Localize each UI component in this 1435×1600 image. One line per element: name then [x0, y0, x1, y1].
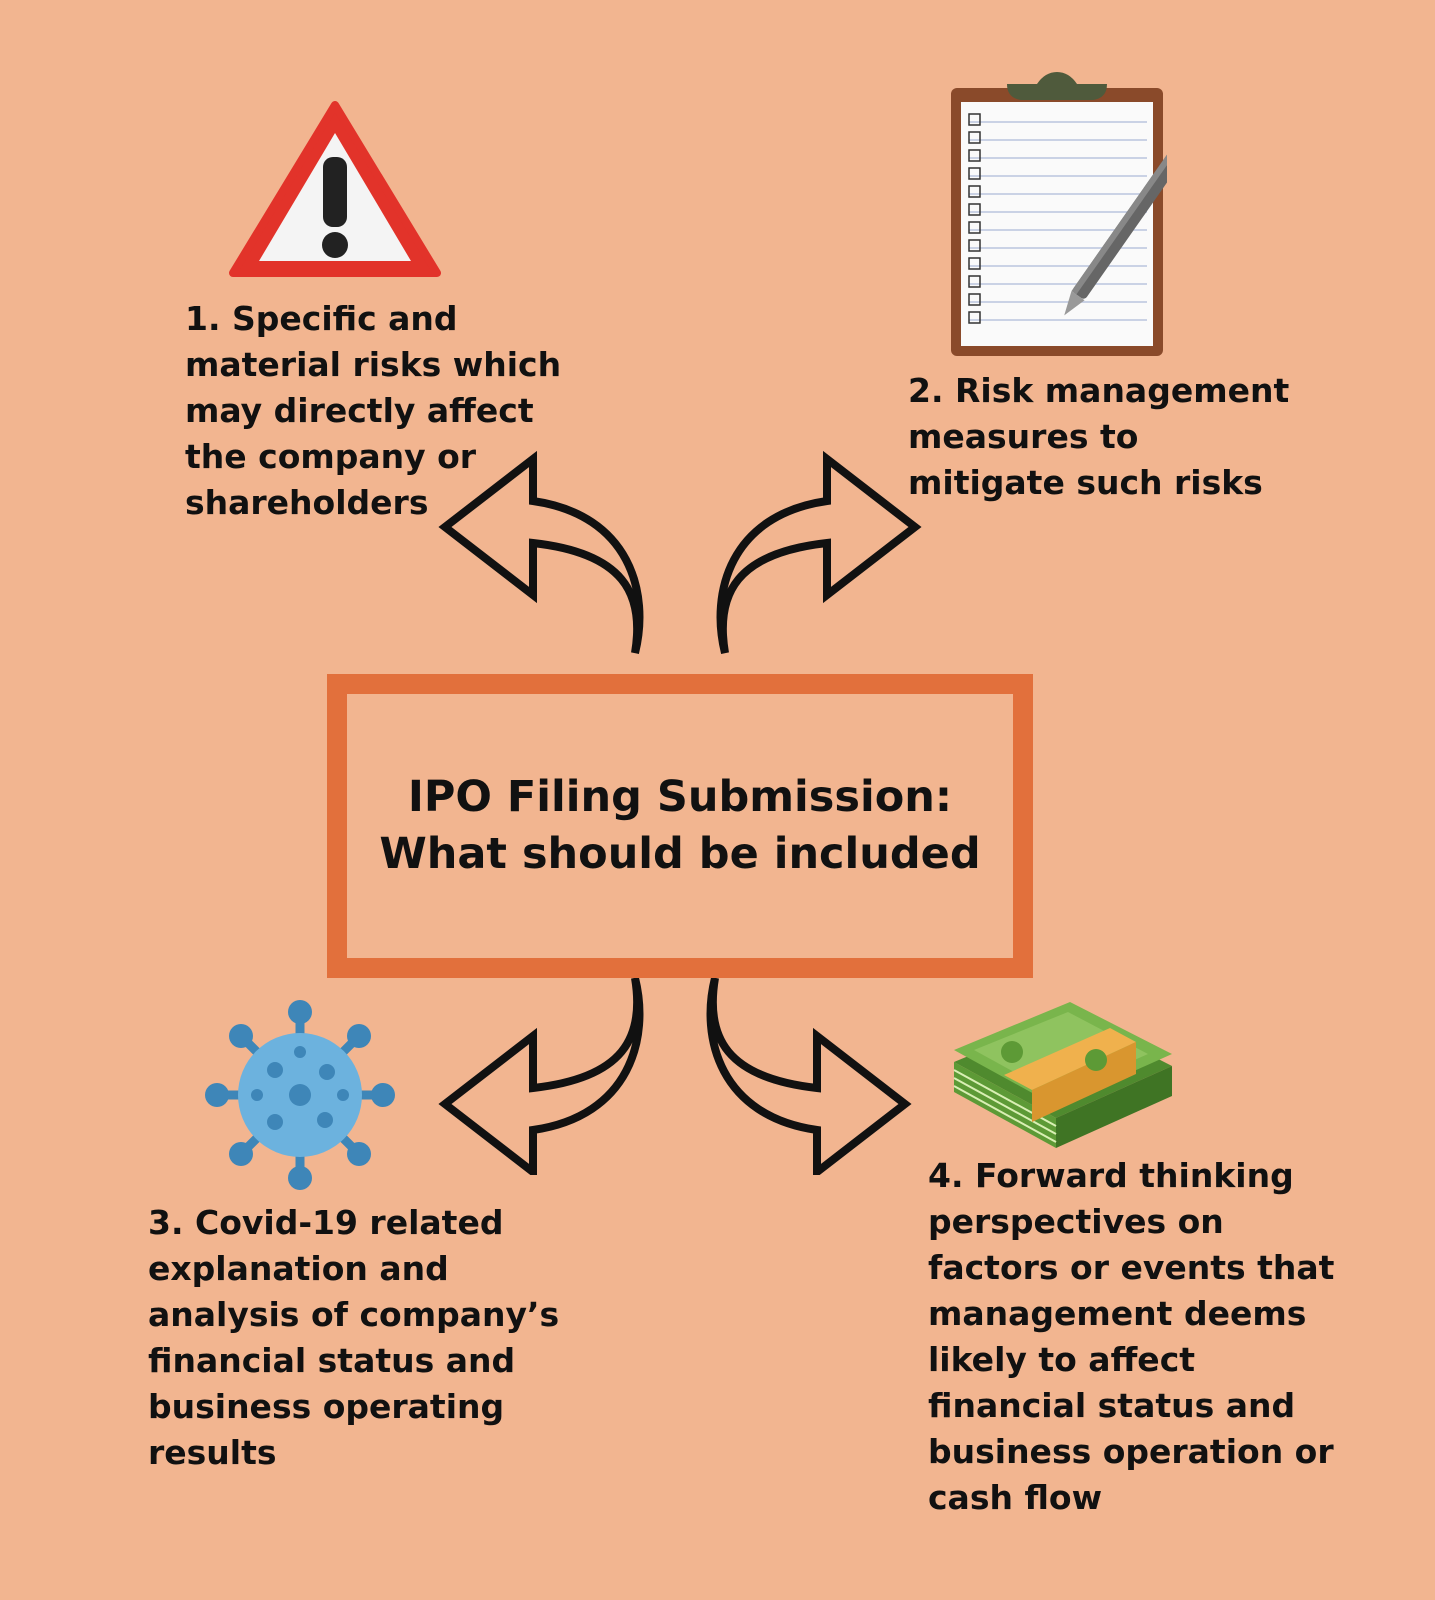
money-stack-icon: [953, 1002, 1172, 1148]
page-title: IPO Filing Submission: What should be in…: [379, 772, 981, 879]
arrow-down-left: [438, 977, 644, 1175]
arrow-up-right: [716, 450, 922, 654]
warning-icon: [229, 101, 441, 277]
item-4-label: 4. Forward thinking perspectives on fact…: [928, 1156, 1335, 1517]
virus-icon: [205, 1000, 395, 1190]
center-title-box: IPO Filing Submission: What should be in…: [327, 674, 1033, 978]
item-3-label: 3. Covid-19 related explanation and anal…: [148, 1203, 560, 1472]
arrow-up-left: [438, 450, 644, 654]
item-1-label: 1. Specific and material risks which may…: [185, 299, 562, 522]
arrow-down-right: [706, 977, 912, 1175]
clipboard-checklist-icon: [951, 72, 1167, 356]
item-2-label: 2. Risk management measures to mitigate …: [908, 371, 1290, 502]
